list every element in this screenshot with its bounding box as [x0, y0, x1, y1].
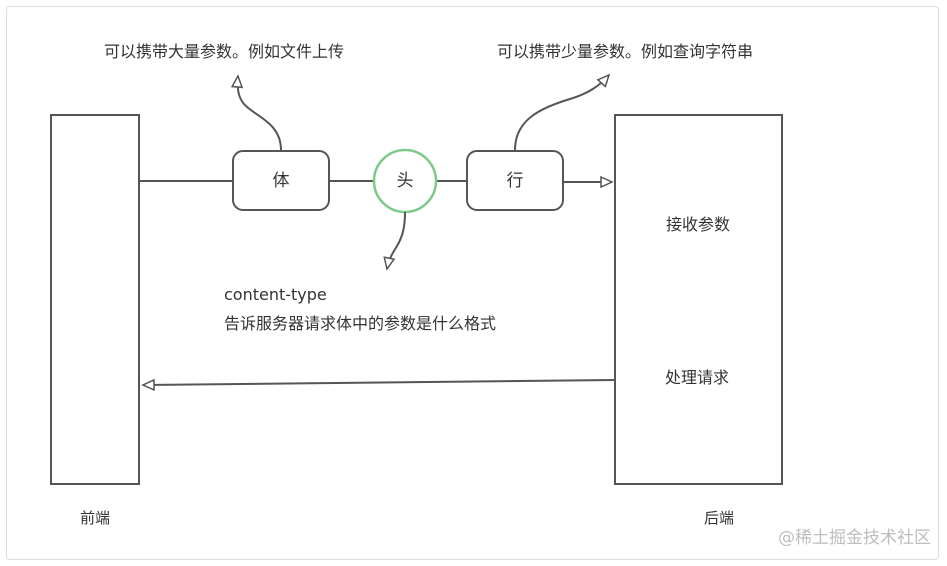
backend-box — [614, 114, 783, 485]
body-note-text: 可以携带大量参数。例如文件上传 — [104, 42, 344, 61]
backend-receive-label: 接收参数 — [666, 215, 730, 234]
body-node — [232, 150, 330, 211]
frontend-box — [50, 114, 140, 485]
watermark: @稀土掘金技术社区 — [778, 528, 931, 548]
line-node-label: 行 — [507, 171, 524, 191]
line-note-text: 可以携带少量参数。例如查询字符串 — [497, 42, 753, 61]
header-note-arrow — [387, 211, 406, 269]
backend-label: 后端 — [704, 509, 734, 527]
frontend-label: 前端 — [80, 509, 110, 527]
line-note-arrow — [514, 75, 609, 151]
header-node-label: 头 — [397, 171, 414, 191]
content-type-text: content-type — [224, 285, 327, 304]
diagram-frame — [6, 6, 939, 560]
body-node-label: 体 — [273, 171, 290, 191]
response-arrow — [143, 380, 616, 385]
line-node — [466, 150, 564, 211]
content-type-desc: 告诉服务器请求体中的参数是什么格式 — [224, 314, 496, 333]
backend-process-label: 处理请求 — [665, 368, 729, 387]
body-note-arrow — [238, 76, 282, 151]
